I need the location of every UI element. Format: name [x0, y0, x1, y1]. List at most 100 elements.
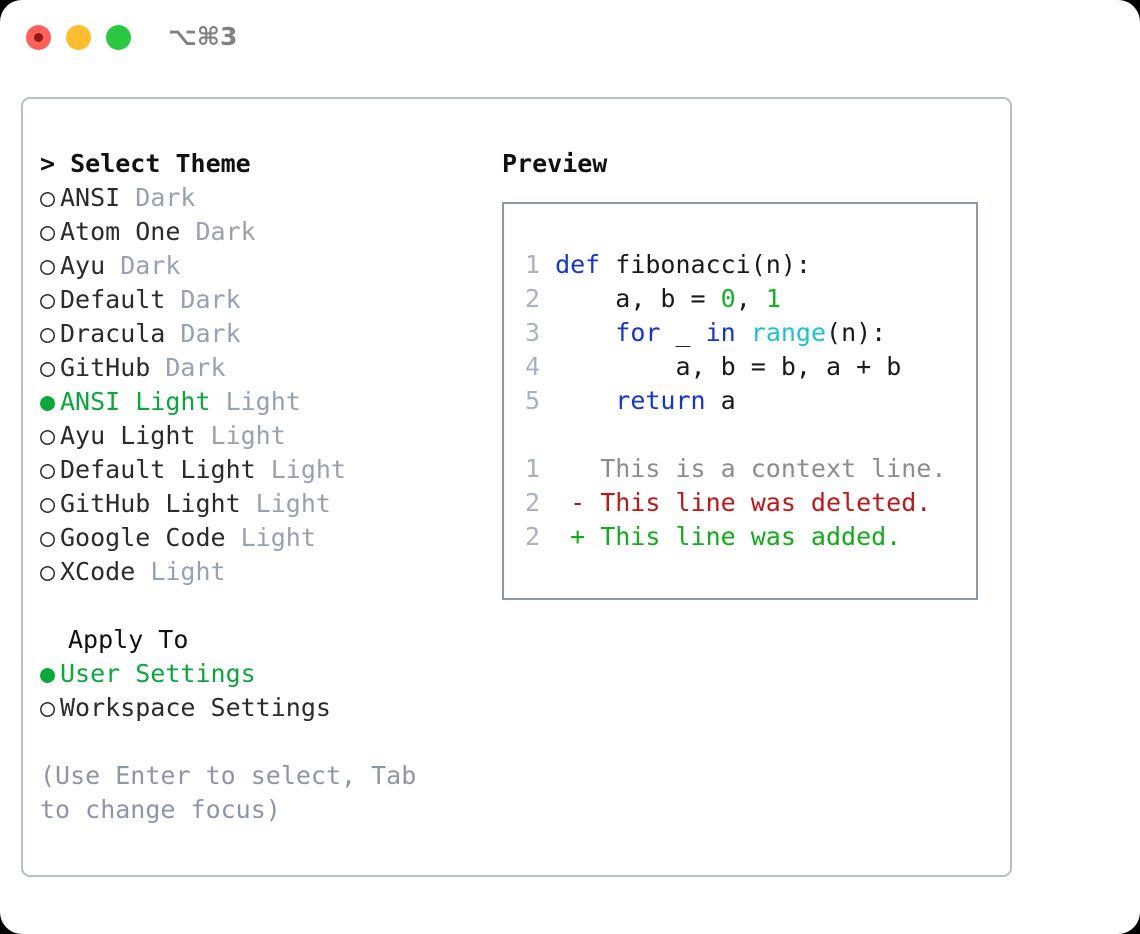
theme-option-label: Ayu — [60, 251, 106, 280]
code-token-num: 0 — [720, 284, 736, 313]
theme-option-label: XCode — [60, 557, 136, 586]
code-token-plain — [555, 318, 615, 347]
radio-unselected-icon: ○ — [40, 455, 56, 484]
radio-unselected-icon: ○ — [40, 557, 56, 586]
line-number: 5 — [524, 386, 540, 415]
traffic-light-group — [26, 25, 131, 50]
theme-option-default[interactable]: ○Default Dark — [40, 283, 490, 317]
theme-option-variant: Dark — [165, 319, 241, 348]
main-panel: > Select Theme ○ANSI Dark○Atom One Dark○… — [21, 97, 1012, 877]
keyboard-hint-text: (Use Enter to select, Tab to change focu… — [40, 761, 432, 824]
theme-option-label: ANSI Light — [60, 387, 211, 416]
theme-option-variant: Light — [195, 421, 286, 450]
theme-option-github[interactable]: ○GitHub Dark — [40, 351, 490, 385]
theme-option-label: Dracula — [60, 319, 166, 348]
apply-to-option-label: Workspace Settings — [60, 693, 331, 722]
line-number: 1 — [524, 454, 540, 483]
theme-option-variant: Dark — [165, 285, 241, 314]
radio-selected-icon: ● — [40, 659, 56, 688]
code-line: 5 return a — [515, 384, 968, 418]
radio-unselected-icon: ○ — [40, 353, 56, 382]
close-button[interactable] — [26, 25, 51, 50]
radio-unselected-icon: ○ — [40, 421, 56, 450]
diff-line-text: + This line was added. — [540, 522, 902, 551]
keyboard-shortcut-label: ⌥⌘3 — [168, 22, 238, 51]
theme-option-variant: Dark — [105, 251, 181, 280]
code-token-kw: for — [615, 318, 661, 347]
radio-unselected-icon: ○ — [40, 285, 56, 314]
theme-selector-column: > Select Theme ○ANSI Dark○Atom One Dark○… — [40, 147, 490, 827]
theme-option-ansi[interactable]: ○ANSI Dark — [40, 181, 490, 215]
code-diff-spacer — [515, 418, 968, 452]
theme-option-dracula[interactable]: ○Dracula Dark — [40, 317, 490, 351]
diff-line-text: This is a context line. — [540, 454, 947, 483]
code-line: 3 for _ in range(n): — [515, 316, 968, 350]
radio-unselected-icon: ○ — [40, 489, 56, 518]
code-token-plain — [736, 318, 751, 347]
code-token-plain: a, b = — [555, 284, 721, 313]
code-gutter-space — [540, 284, 555, 313]
code-token-plain: a — [705, 386, 736, 415]
apply-to-block: Apply To ●User Settings○Workspace Settin… — [40, 623, 490, 725]
line-number: 1 — [524, 250, 540, 279]
code-token-plain: a, b = b, a + b — [555, 352, 902, 381]
radio-selected-icon: ● — [40, 387, 56, 416]
theme-option-variant: Dark — [120, 183, 196, 212]
theme-option-ansi-light[interactable]: ●ANSI Light Light — [40, 385, 490, 419]
theme-option-label: Default — [60, 285, 166, 314]
apply-to-title: Apply To — [68, 625, 189, 654]
theme-option-label: ANSI — [60, 183, 121, 212]
radio-unselected-icon: ○ — [40, 251, 56, 280]
theme-option-ayu-light[interactable]: ○Ayu Light Light — [40, 419, 490, 453]
code-gutter-space — [540, 250, 555, 279]
diff-line-text: - This line was deleted. — [540, 488, 932, 517]
theme-option-default-light[interactable]: ○Default Light Light — [40, 453, 490, 487]
theme-option-label: Atom One — [60, 217, 181, 246]
code-token-plain: _ — [660, 318, 706, 347]
theme-option-variant: Dark — [150, 353, 226, 382]
diff-line-add: 2 + This line was added. — [515, 520, 968, 554]
select-theme-header: > Select Theme — [40, 149, 251, 178]
theme-option-variant: Light — [225, 523, 316, 552]
code-token-kw: in — [705, 318, 736, 347]
maximize-button[interactable] — [106, 25, 131, 50]
radio-unselected-icon: ○ — [40, 217, 56, 246]
diff-line-context: 1 This is a context line. — [515, 452, 968, 486]
apply-to-option-label: User Settings — [60, 659, 256, 688]
radio-unselected-icon: ○ — [40, 693, 56, 722]
theme-option-ayu[interactable]: ○Ayu Dark — [40, 249, 490, 283]
line-number: 2 — [524, 522, 540, 551]
code-token-plain: fibonacci(n): — [600, 250, 811, 279]
apply-to-option-user-settings[interactable]: ●User Settings — [40, 657, 490, 691]
theme-list[interactable]: ○ANSI Dark○Atom One Dark○Ayu Dark○Defaul… — [40, 181, 490, 589]
theme-option-github-light[interactable]: ○GitHub Light Light — [40, 487, 490, 521]
theme-option-variant: Dark — [180, 217, 256, 246]
apply-to-option-workspace-settings[interactable]: ○Workspace Settings — [40, 691, 490, 725]
line-number: 4 — [524, 352, 540, 381]
code-token-plain: , — [735, 284, 766, 313]
preview-column: Preview 1 def fibonacci(n): 2 a, b = 0, 1… — [502, 147, 992, 600]
code-token-kw: return — [615, 386, 706, 415]
theme-option-label: Ayu Light — [60, 421, 196, 450]
theme-option-label: GitHub — [60, 353, 151, 382]
theme-option-xcode[interactable]: ○XCode Light — [40, 555, 490, 589]
window-titlebar: ⌥⌘3 — [0, 0, 1140, 78]
code-token-kw: def — [555, 250, 601, 279]
code-gutter-space — [540, 386, 555, 415]
code-token-fn: range — [750, 318, 827, 347]
theme-option-google-code[interactable]: ○Google Code Light — [40, 521, 490, 555]
apply-to-list[interactable]: ●User Settings○Workspace Settings — [40, 657, 490, 725]
preview-title: Preview — [502, 149, 608, 178]
code-line: 2 a, b = 0, 1 — [515, 282, 968, 316]
theme-option-variant: Light — [135, 557, 226, 586]
code-token-num: 1 — [765, 284, 781, 313]
minimize-button[interactable] — [66, 25, 91, 50]
code-gutter-space — [540, 352, 555, 381]
theme-option-atom-one[interactable]: ○Atom One Dark — [40, 215, 490, 249]
theme-option-variant: Light — [240, 489, 331, 518]
code-line: 4 a, b = b, a + b — [515, 350, 968, 384]
code-token-plain — [555, 386, 615, 415]
